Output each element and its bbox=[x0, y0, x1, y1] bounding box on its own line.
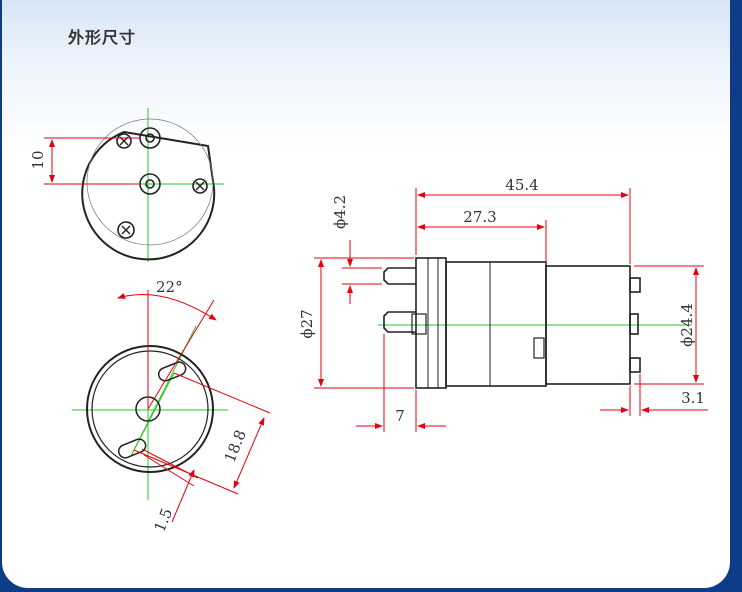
side-view-outline bbox=[383, 257, 641, 389]
drawing-panel: 外形尺寸 bbox=[2, 0, 730, 588]
dim-slot-width-label: 1.5 bbox=[151, 506, 177, 535]
dim-port-spacing-label: 18.8 bbox=[221, 427, 250, 465]
dim-port-diameter bbox=[342, 240, 382, 304]
page-title: 外形尺寸 bbox=[68, 28, 137, 47]
dim-slot-width bbox=[141, 448, 199, 523]
dim-motor-diameter bbox=[634, 265, 704, 385]
bottom-view: 22° 18.8 1.5 bbox=[72, 278, 271, 535]
top-view-screw-marks bbox=[119, 136, 205, 235]
dim-port-length bbox=[356, 334, 446, 432]
top-view: 10 bbox=[29, 108, 224, 262]
bottom-view-terminals bbox=[117, 361, 187, 459]
dim-terminal-length bbox=[600, 374, 708, 416]
dim-port-diameter-label: ϕ4.2 bbox=[331, 195, 349, 229]
technical-drawing: 10 22° bbox=[29, 108, 708, 535]
dim-port-length-label: 7 bbox=[395, 407, 405, 425]
dim-total-length-label: 45.4 bbox=[505, 176, 538, 194]
dim-total-length bbox=[415, 188, 631, 264]
side-view: 45.4 27.3 ϕ4.2 ϕ27 bbox=[298, 176, 708, 432]
dim-body-length-label: 27.3 bbox=[463, 208, 496, 226]
dim-motor-diameter-label: ϕ24.4 bbox=[678, 303, 696, 347]
dim-terminal-length-label: 3.1 bbox=[681, 389, 705, 407]
dim-top-offset-label: 10 bbox=[29, 150, 47, 169]
dim-head-diameter bbox=[314, 257, 414, 389]
dim-angle-label: 22° bbox=[156, 278, 183, 296]
dim-top-offset bbox=[44, 137, 140, 185]
bottom-view-outer-ring bbox=[86, 345, 214, 473]
dim-angle bbox=[117, 290, 217, 410]
dim-head-diameter-label: ϕ27 bbox=[298, 309, 316, 338]
dim-body-length bbox=[417, 220, 547, 264]
